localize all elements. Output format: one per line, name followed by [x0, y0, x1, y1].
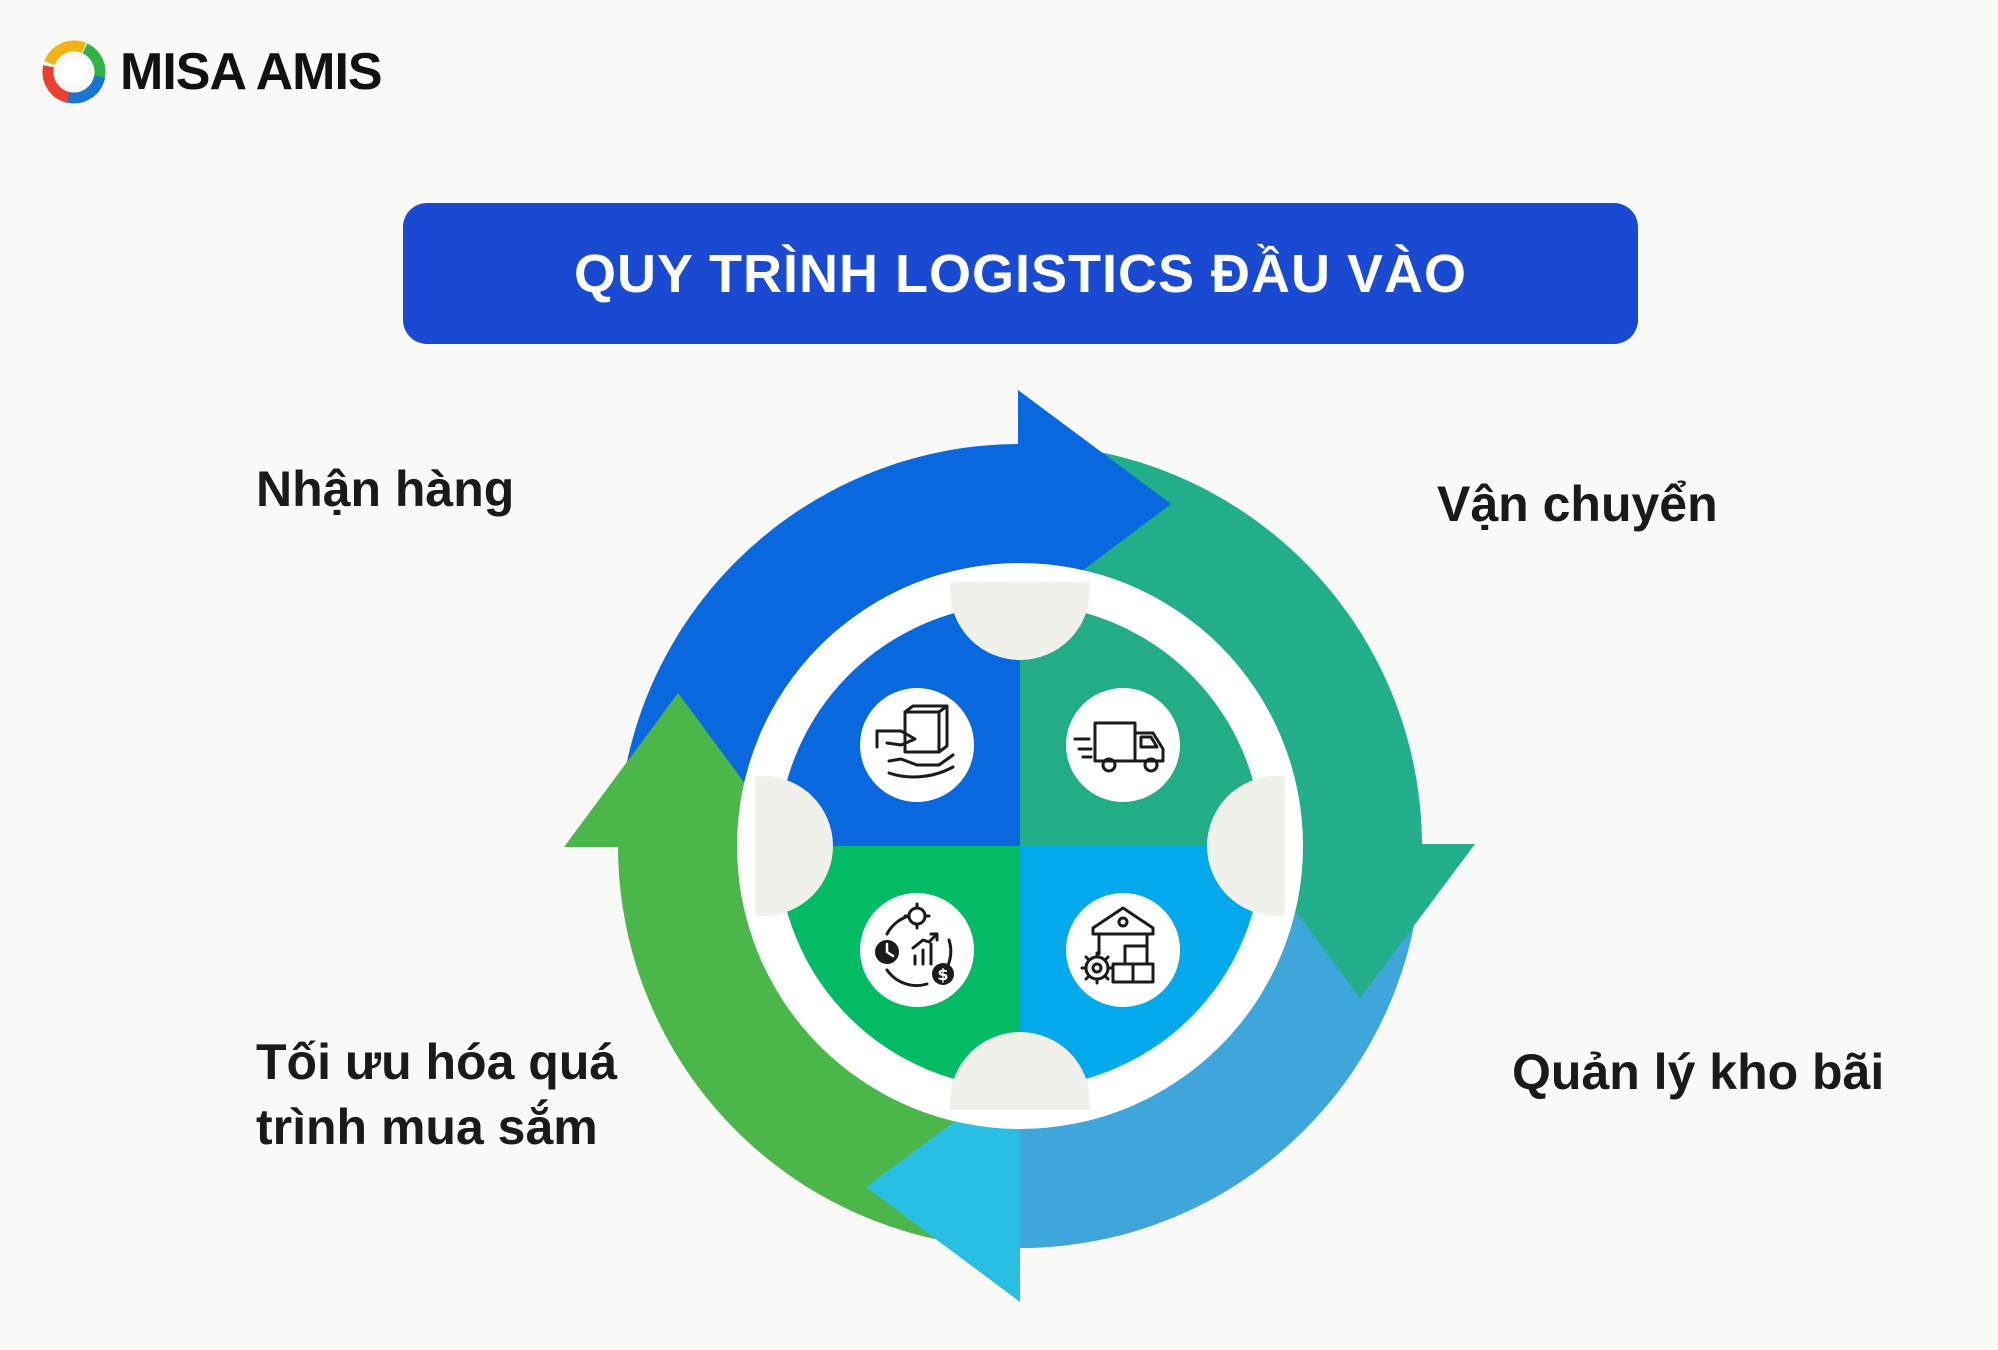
procurement-optimization-icon: $ [860, 893, 974, 1007]
step-label-transport: Vận chuyển [1437, 476, 1718, 532]
cycle-arrow-warehouse [866, 1073, 1020, 1302]
misa-amis-logo-icon [42, 40, 106, 104]
step-label-warehouse: Quản lý kho bãi [1512, 1044, 1885, 1100]
receive-package-icon [860, 688, 974, 802]
title-banner: QUY TRÌNH LOGISTICS ĐẦU VÀO [403, 203, 1638, 344]
cycle-segment-warehouse [1020, 846, 1422, 1248]
svg-text:$: $ [937, 965, 948, 984]
brand-name: MISA AMIS [120, 43, 383, 101]
delivery-truck-icon [1066, 688, 1180, 802]
brand-logo: MISA AMIS [42, 40, 383, 104]
center-quadrants [778, 604, 1262, 1088]
knob-left [755, 776, 833, 916]
cycle-segment-transport [1020, 444, 1422, 846]
knob-bottom [950, 1032, 1090, 1110]
step-label-procurement: Tối ưu hóa quá trình mua sắm [256, 1034, 618, 1155]
page-title: QUY TRÌNH LOGISTICS ĐẦU VÀO [573, 243, 1468, 304]
step-icons: $ [860, 688, 1180, 1007]
warehouse-management-icon [1066, 893, 1180, 1007]
step-label-receive: Nhận hàng [256, 461, 515, 517]
knob-top [950, 582, 1090, 660]
cycle-segment-receive [618, 444, 1020, 846]
cycle-ring [564, 390, 1475, 1302]
cycle-arrow-receive [1018, 390, 1171, 619]
knob-right [1207, 776, 1285, 916]
connector-knobs [755, 582, 1285, 1110]
cycle-arrow-procurement [564, 693, 792, 847]
cycle-arrow-transport [1246, 844, 1475, 998]
